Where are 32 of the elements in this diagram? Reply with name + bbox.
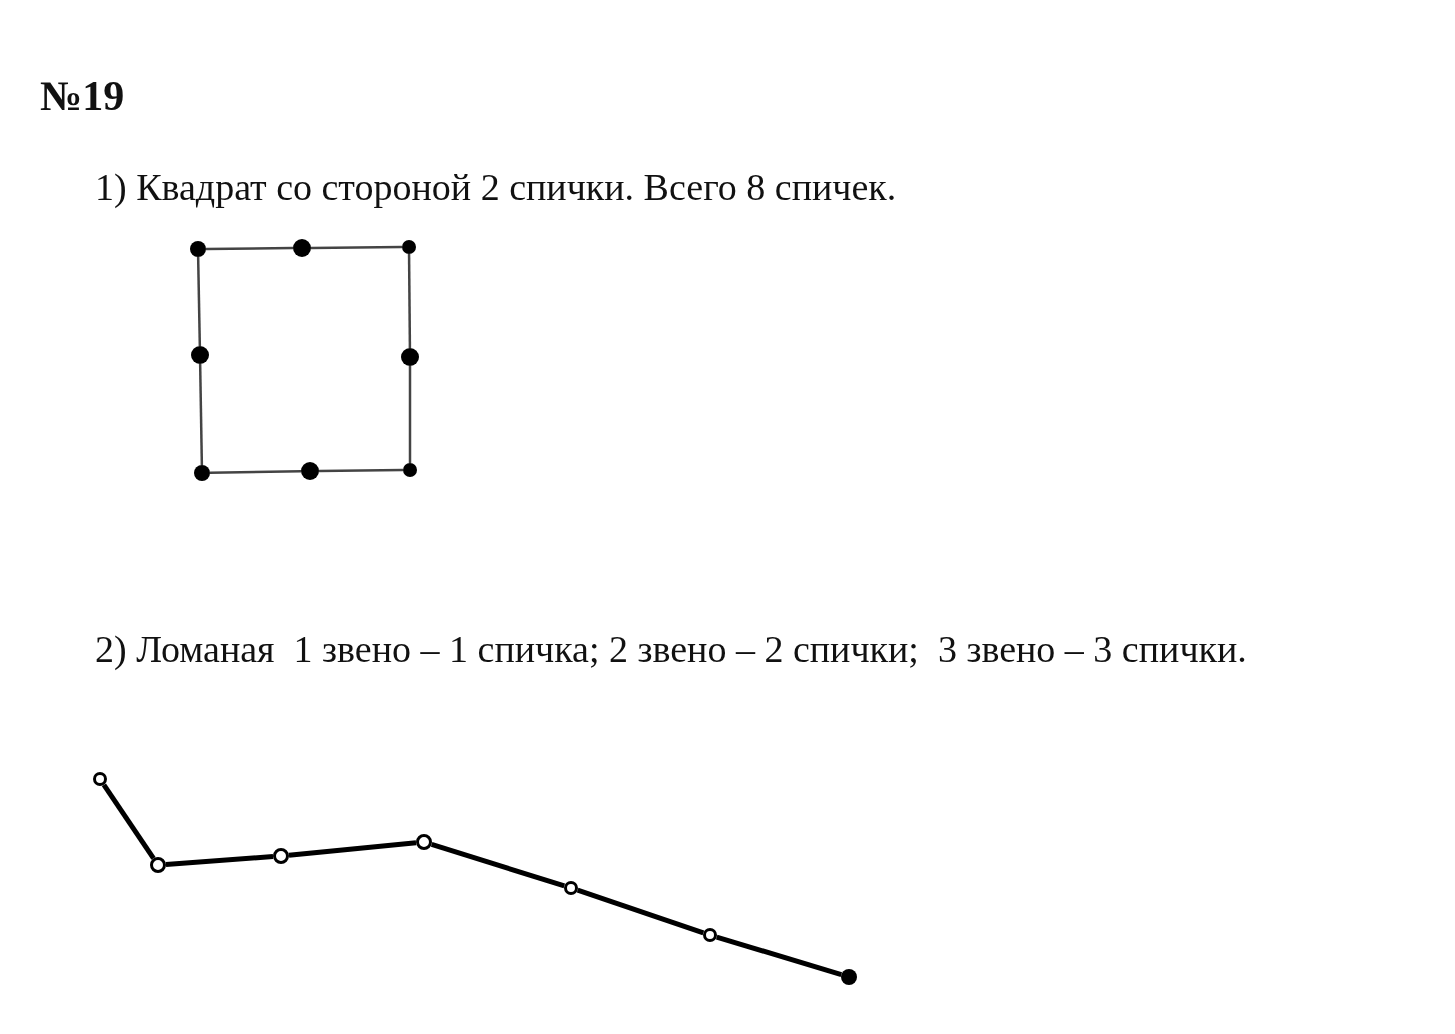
point-dot xyxy=(273,848,289,864)
task-text: 2) Ломаная 1 звено – 1 спичка; 2 звено – 2 спички; 3 звено – 3 спички. xyxy=(95,627,1247,671)
point-dot xyxy=(403,463,417,477)
point-dot xyxy=(293,239,311,257)
task-text: 1) Квадрат со стороной 2 спички. Всего 8 спичек. xyxy=(95,165,897,209)
match-segment xyxy=(101,783,156,860)
match-segment xyxy=(319,468,403,473)
point-dot xyxy=(301,462,319,480)
match-segment xyxy=(408,366,412,463)
match-segment xyxy=(576,887,705,936)
match-segment xyxy=(209,469,302,475)
point-dot xyxy=(190,241,206,257)
point-dot xyxy=(401,348,419,366)
match-segment xyxy=(198,363,204,466)
point-dot xyxy=(402,240,416,254)
point-dot xyxy=(703,928,717,942)
match-segment xyxy=(311,245,402,250)
point-dot xyxy=(564,881,578,895)
point-dot xyxy=(416,834,432,850)
point-dot xyxy=(150,857,166,873)
point-dot xyxy=(194,465,210,481)
match-segment xyxy=(165,854,274,867)
exercise-number: №19 xyxy=(40,72,125,120)
match-segment xyxy=(196,256,202,347)
point-dot xyxy=(93,772,107,786)
match-segment xyxy=(288,840,417,858)
point-dot xyxy=(191,346,209,364)
match-segment xyxy=(407,254,412,348)
match-segment xyxy=(206,246,293,251)
match-segment xyxy=(715,934,843,978)
point-dot xyxy=(841,969,857,985)
match-segment xyxy=(430,842,566,889)
